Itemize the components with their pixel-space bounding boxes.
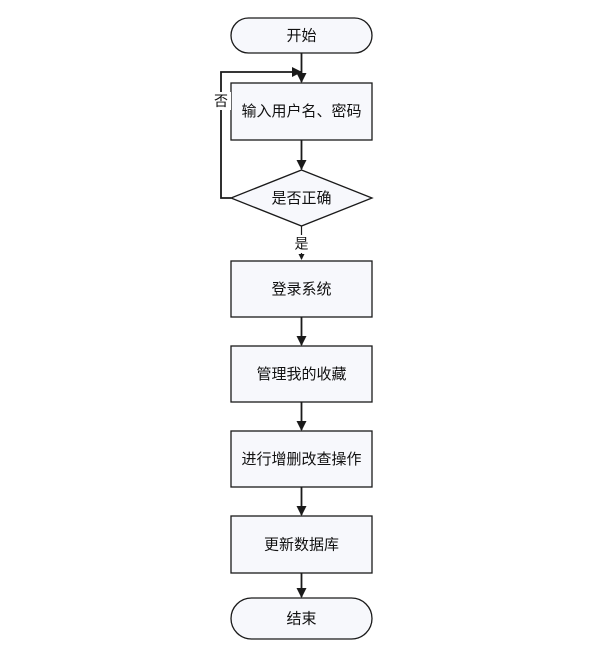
login-label: 登录系统 [271, 280, 331, 298]
input-credentials-node: 输入用户名、密码 [230, 82, 373, 141]
yes-label: 是 [295, 237, 309, 253]
update-database-label: 更新数据库 [264, 536, 339, 554]
arrow-no-loop-head [292, 67, 302, 77]
no-label: 否 [214, 94, 228, 110]
manage-favorites-node: 管理我的收藏 [230, 345, 373, 403]
crud-label: 进行增删改查操作 [241, 450, 361, 468]
end-label: 结束 [286, 610, 316, 628]
update-database-node: 更新数据库 [230, 515, 373, 574]
crud-node: 进行增删改查操作 [230, 430, 373, 488]
start-label: 开始 [286, 27, 316, 45]
yes-label-background [292, 235, 311, 253]
start-node: 开始 [230, 17, 373, 54]
manage-favorites-label: 管理我的收藏 [256, 365, 346, 383]
no-label-background [211, 92, 231, 110]
decision-label: 是否正确 [271, 189, 331, 207]
decision-node: 是否正确 [229, 169, 374, 227]
login-node: 登录系统 [230, 260, 373, 318]
input-credentials-label: 输入用户名、密码 [241, 102, 361, 120]
end-node: 结束 [230, 597, 373, 640]
arrow-no-loop [220, 71, 302, 199]
